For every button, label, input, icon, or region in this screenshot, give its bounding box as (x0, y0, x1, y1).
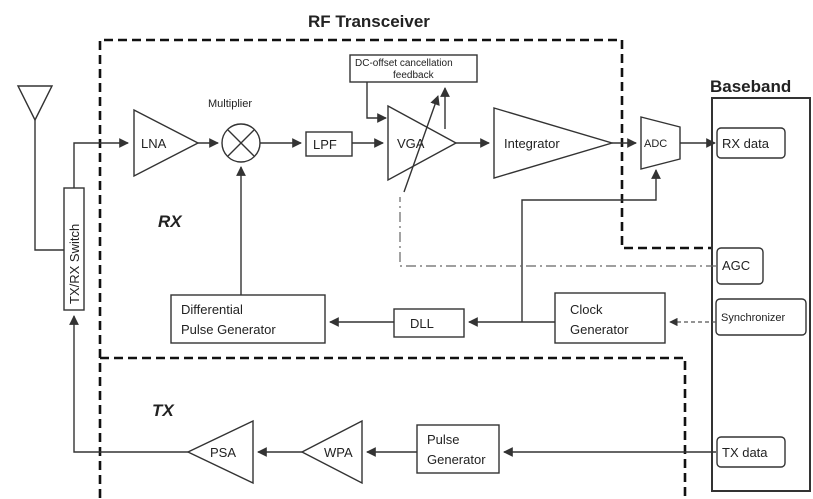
adc-block: ADC (640, 116, 681, 170)
multiplier-mixer (221, 123, 261, 163)
diff-pulse-label-line2: Pulse Generator (181, 322, 276, 337)
integrator-label: Integrator (504, 136, 560, 151)
psa-to-switch-wire (69, 315, 188, 453)
multiplier-label: Multiplier (208, 98, 252, 110)
clock-to-adc-wire (521, 169, 661, 322)
lpf-label: LPF (313, 137, 337, 152)
lpf-filter: LPF (305, 131, 353, 157)
diff-pulse-label-line1: Differential (181, 302, 243, 317)
clock-label-line1: Clock (570, 302, 603, 317)
dc-offset-to-vga-wire (366, 82, 387, 123)
clock-generator: Clock Generator (554, 292, 666, 344)
differential-pulse-generator: Differential Pulse Generator (170, 294, 326, 344)
dll-label: DLL (410, 316, 434, 331)
tx-pulse-generator: Pulse Generator (416, 424, 500, 474)
vga-amplifier: VGA (387, 95, 458, 193)
dll-block: DLL (393, 308, 465, 338)
lna-label: LNA (141, 136, 167, 151)
agc-control-line (399, 197, 716, 267)
dc-offset-feedback-box: DC-offset cancellation feedback (349, 54, 478, 83)
antenna-icon (16, 85, 64, 251)
adc-label: ADC (644, 138, 667, 150)
rf-transceiver-boundary (98, 38, 712, 498)
tx-section-label: TX (152, 401, 175, 420)
lna-amplifier: LNA (133, 108, 200, 178)
wpa-label: WPA (324, 445, 353, 460)
clock-label-line2: Generator (570, 322, 629, 337)
tx-rx-switch-label: TX/RX Switch (67, 224, 82, 304)
baseband-agc: AGC (716, 247, 764, 285)
synchronizer-label: Synchronizer (721, 312, 786, 324)
baseband-tx-data: TX data (716, 436, 786, 468)
baseband-synchronizer: Synchronizer (715, 298, 807, 336)
dc-offset-label-line2: feedback (393, 70, 435, 81)
psa-amplifier: PSA (186, 419, 254, 485)
rx-data-label: RX data (722, 136, 770, 151)
agc-label: AGC (722, 258, 750, 273)
dc-offset-label-line1: DC-offset cancellation (355, 58, 453, 69)
baseband-box (711, 97, 811, 492)
tx-pulse-label-line2: Generator (427, 452, 486, 467)
switch-to-lna-wire (73, 138, 129, 188)
wpa-amplifier: WPA (300, 419, 363, 485)
tx-data-label: TX data (722, 445, 768, 460)
psa-label: PSA (210, 445, 236, 460)
tx-pulse-label-line1: Pulse (427, 432, 460, 447)
vga-label: VGA (397, 136, 425, 151)
baseband-title: Baseband (710, 77, 791, 96)
integrator-block: Integrator (493, 107, 615, 179)
diagram-title: RF Transceiver (308, 12, 430, 31)
tx-rx-switch: TX/RX Switch (63, 187, 85, 311)
rx-section-label: RX (158, 212, 183, 231)
baseband-rx-data: RX data (716, 127, 786, 159)
